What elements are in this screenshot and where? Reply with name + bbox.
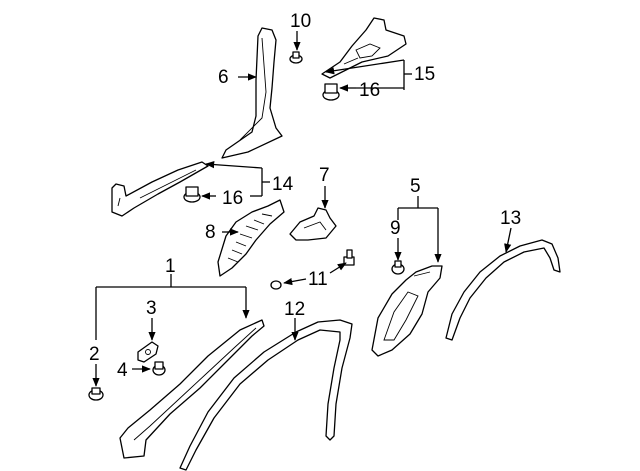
leader-11b [329,262,347,274]
pillar-garnish-part [119,319,265,459]
leader-15a [325,59,405,75]
clip-plate-part [137,341,159,363]
callout-7: 7 [319,165,330,186]
leader-14a [205,160,263,169]
retainer-nut-part-2 [183,186,201,203]
rear-pillar-trim-part [371,265,443,357]
callout-9: 9 [390,218,401,239]
retainer-nut-part [322,83,340,101]
callout-5: 5 [410,176,421,197]
clip-part-4 [391,260,405,275]
callout-4: 4 [117,360,128,381]
callout-2: 2 [89,344,100,365]
bracket-part [289,207,337,241]
callout-16-lower: 16 [222,188,243,209]
callout-11: 11 [308,269,328,290]
callout-15: 15 [414,64,435,85]
callout-3: 3 [146,298,157,319]
arch-molding-part [445,239,561,341]
weatherstrip-part [179,319,353,471]
callout-1: 1 [165,256,176,277]
screw-part [270,249,355,290]
leader-11a [283,277,307,286]
callout-8: 8 [205,222,216,243]
clip-part-2 [88,387,104,401]
callout-12: 12 [284,299,305,320]
callout-16-upper: 16 [359,80,380,101]
clip-part [289,51,303,64]
ribbed-trim-part [217,199,285,277]
clip-part-3 [152,361,166,376]
leader-13 [504,227,512,253]
pillar-upper-trim-part [221,27,283,159]
sill-bracket-part [111,161,209,217]
callout-10: 10 [290,11,311,32]
upper-bracket-part [321,17,407,79]
callout-13: 13 [500,208,521,229]
callout-6: 6 [218,67,229,88]
callout-14: 14 [272,174,294,195]
